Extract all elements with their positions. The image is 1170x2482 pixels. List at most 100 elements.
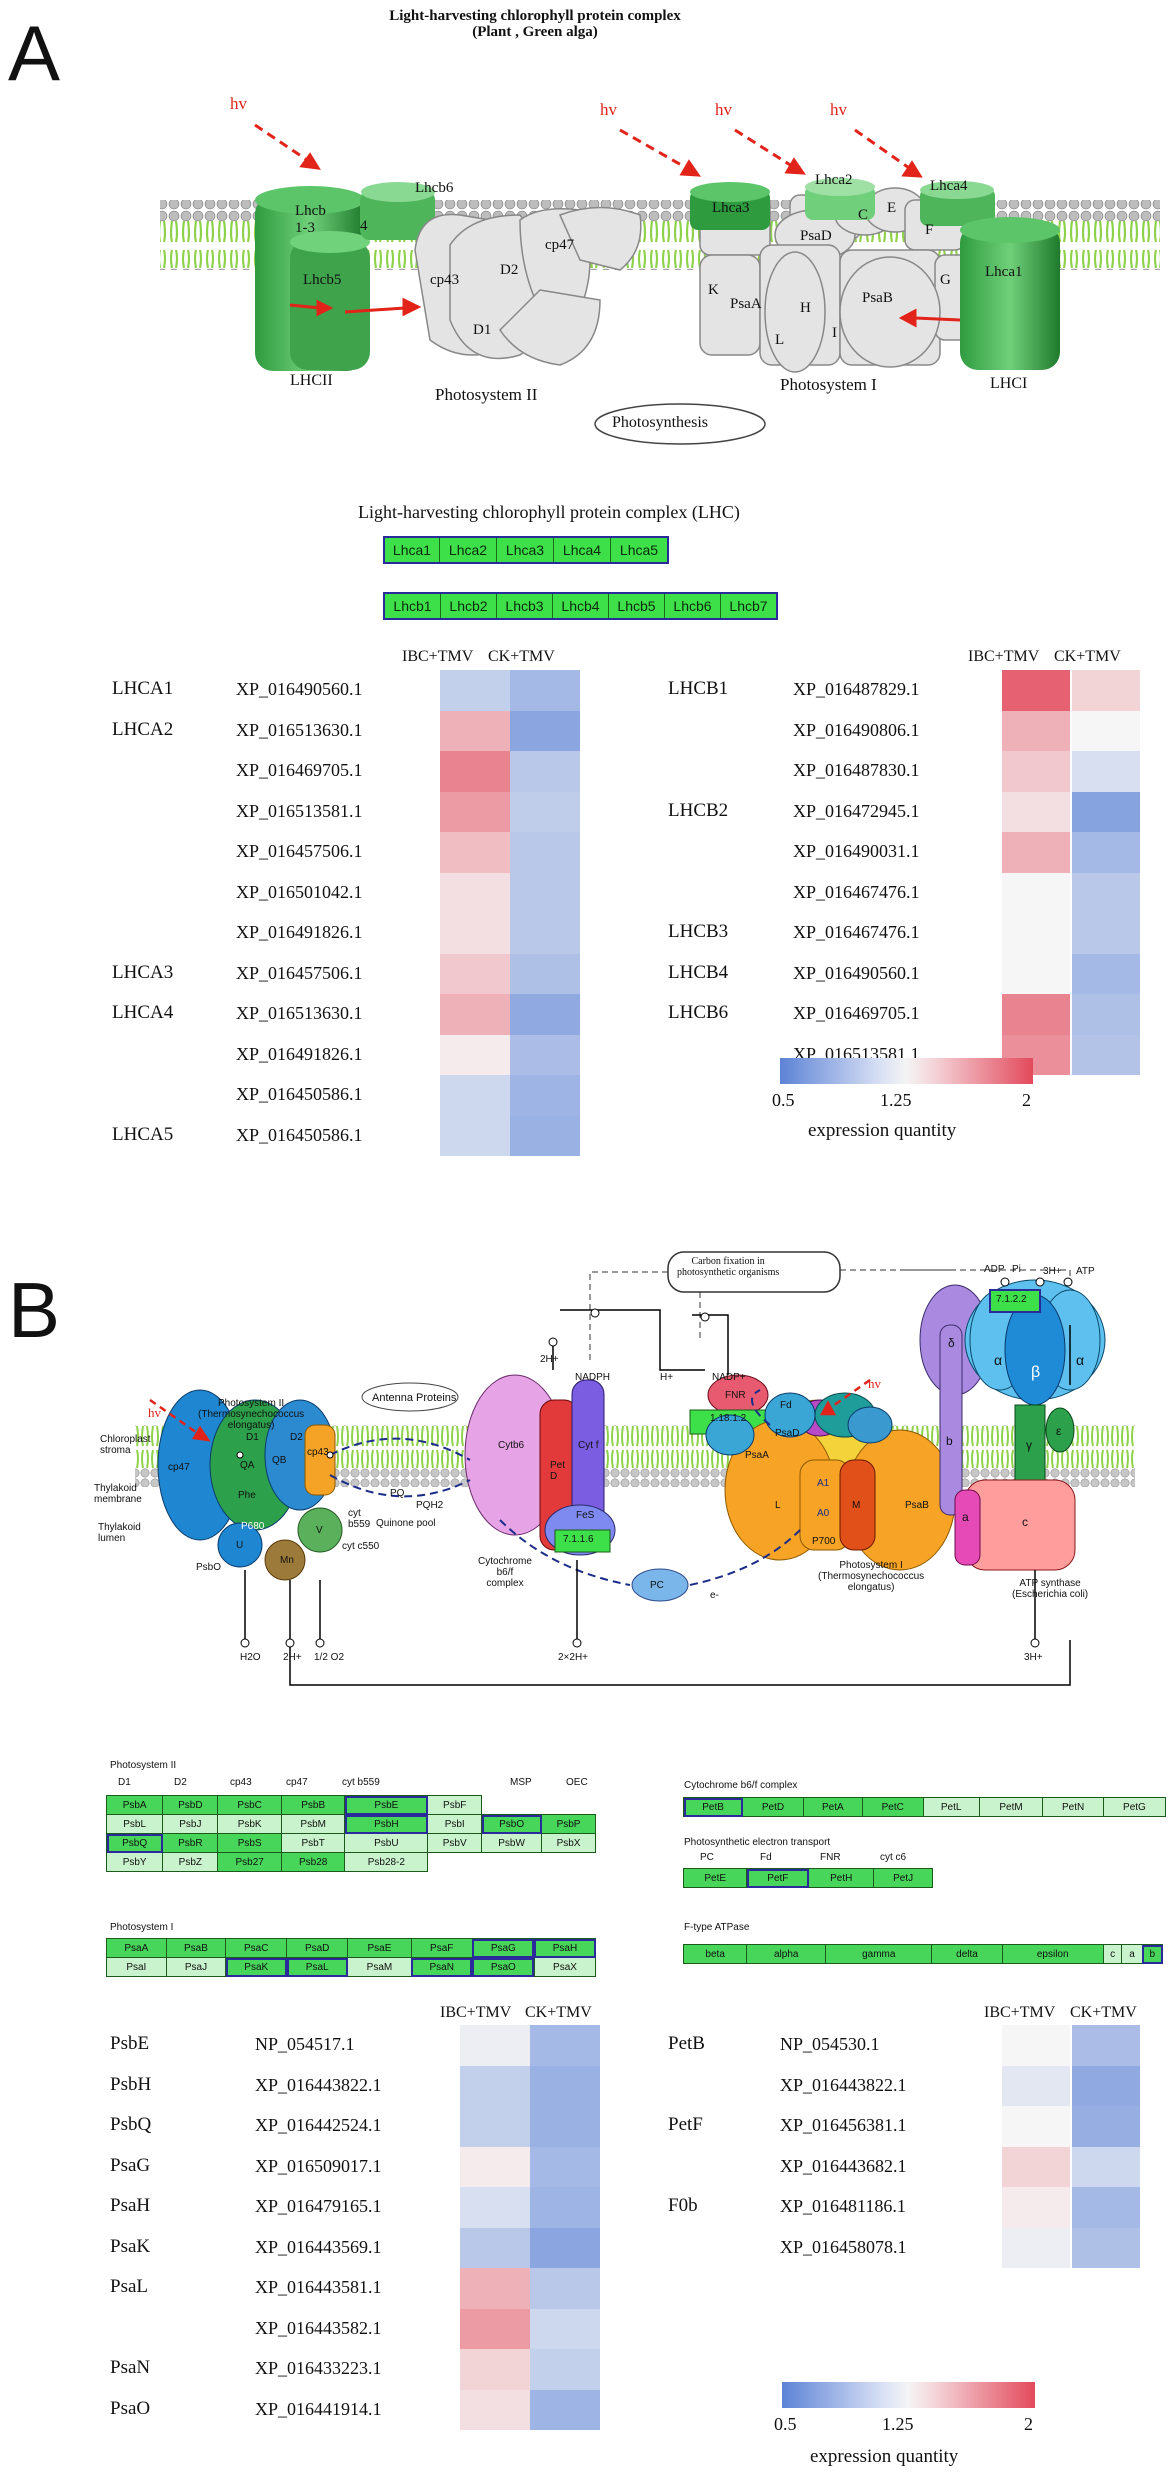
gene-cell[interactable]: Psb28-2 (344, 1852, 429, 1872)
gene-cell[interactable]: gamma (825, 1944, 933, 1964)
gene-cell[interactable]: PsbO (481, 1814, 543, 1834)
heatmap-cell-ibc (1002, 710, 1070, 751)
gene-cell[interactable]: beta (682, 1944, 748, 1964)
gene-box-lhcb6[interactable]: Lhcb6 (665, 594, 721, 618)
gene-cell[interactable]: PsbZ (162, 1852, 219, 1872)
gene-cell[interactable]: PetC (861, 1797, 924, 1817)
ec-7-1-2-2-box[interactable]: 7.1.2.2 (996, 1294, 1027, 1305)
gene-cell[interactable]: PsbY (105, 1852, 164, 1872)
gene-cell[interactable]: PsaO (471, 1957, 535, 1977)
gene-box-lhca4[interactable]: Lhca4 (554, 538, 611, 562)
label-d1: D1 (473, 322, 492, 338)
gene-box-lhca1[interactable]: Lhca1 (385, 538, 440, 562)
gene-cell[interactable]: PsaF (410, 1938, 473, 1958)
gene-cell[interactable]: PsaD (286, 1938, 349, 1958)
gene-cell[interactable]: b (1141, 1944, 1164, 1964)
gene-box-lhcb2[interactable]: Lhcb2 (441, 594, 497, 618)
gene-cell[interactable]: PsaK (225, 1957, 288, 1977)
gene-cell[interactable]: PsbH (344, 1814, 429, 1834)
gene-cell[interactable]: PsaL (286, 1957, 349, 1977)
gene-box-lhcb4[interactable]: Lhcb4 (553, 594, 609, 618)
gene-cell[interactable]: PsbF (427, 1795, 483, 1815)
heatmap-cell-ck (1072, 670, 1140, 711)
gene-cell[interactable]: PsbP (541, 1814, 596, 1834)
heatmap-cell-ck (510, 1034, 580, 1075)
gene-box-lhcb7[interactable]: Lhcb7 (721, 594, 776, 618)
gene-cell[interactable]: PetD (742, 1797, 804, 1817)
gene-cell[interactable]: c (1102, 1944, 1123, 1964)
table-header-label: cyt b559 (342, 1777, 380, 1788)
gene-cell[interactable]: PsbD (162, 1795, 219, 1815)
heatmap-cell-ibc (1002, 751, 1070, 792)
hv-label-1: hv (230, 94, 247, 113)
gene-cell[interactable]: PsaH (533, 1938, 597, 1958)
gene-cell[interactable]: PsbV (427, 1833, 483, 1853)
gene-cell[interactable]: PsbM (280, 1814, 346, 1834)
gene-cell[interactable]: PetM (978, 1797, 1044, 1817)
gene-cell[interactable]: PsbS (217, 1833, 282, 1853)
gene-cell[interactable]: epsilon (1001, 1944, 1104, 1964)
gene-cell[interactable]: PetG (1102, 1797, 1167, 1817)
gene-cell[interactable]: PsbA (105, 1795, 164, 1815)
cyt-table-title: Cytochrome b6/f complex (684, 1780, 798, 1791)
heatmap-cell-ck (1072, 2106, 1140, 2147)
label-pc: PC (650, 1580, 664, 1591)
photosynthesis-link[interactable]: Photosynthesis (612, 414, 709, 431)
gene-label: PsaH (110, 2195, 151, 2217)
gene-cell[interactable]: alpha (746, 1944, 827, 1964)
gene-cell[interactable]: Psb27 (217, 1852, 282, 1872)
gene-cell[interactable]: PsbB (280, 1795, 346, 1815)
gene-cell[interactable]: PsbK (217, 1814, 282, 1834)
gene-box-lhcb3[interactable]: Lhcb3 (497, 594, 553, 618)
gene-box-lhca5[interactable]: Lhca5 (611, 538, 667, 562)
gene-cell[interactable]: PsaA (106, 1938, 167, 1958)
accession-label: XP_016458078.1 (780, 2236, 907, 2257)
gene-cell[interactable]: PsaC (225, 1938, 288, 1958)
gene-box-lhca3[interactable]: Lhca3 (497, 538, 554, 562)
gene-cell[interactable]: PsbU (344, 1833, 429, 1853)
gene-cell[interactable]: PsaB (165, 1938, 227, 1958)
gene-cell[interactable]: PsbJ (162, 1814, 219, 1834)
gene-cell[interactable]: PsaG (471, 1938, 535, 1958)
label-b-sub: b (946, 1434, 953, 1448)
gene-cell[interactable]: PetE (682, 1868, 748, 1888)
gene-cell[interactable]: PsbC (217, 1795, 282, 1815)
gene-cell[interactable]: PsbI (427, 1814, 483, 1834)
gene-cell[interactable]: PsaM (347, 1957, 412, 1977)
table-header-label: OEC (566, 1777, 588, 1788)
gene-label: PsaL (110, 2276, 148, 2298)
gene-cell[interactable]: PsbR (162, 1833, 219, 1853)
gene-cell[interactable]: PetJ (873, 1868, 933, 1888)
gene-cell[interactable]: PetF (746, 1868, 810, 1888)
gene-cell[interactable]: PsbX (541, 1833, 596, 1853)
gene-cell[interactable]: PsbE (344, 1795, 429, 1815)
gene-cell[interactable]: PsaJ (165, 1957, 227, 1977)
gene-cell[interactable]: PsbL (105, 1814, 164, 1834)
gene-box-lhcb5[interactable]: Lhcb5 (609, 594, 665, 618)
gene-cell[interactable]: PsbQ (105, 1833, 164, 1853)
gene-box-lhcb1[interactable]: Lhcb1 (385, 594, 441, 618)
legend-b-min: 0.5 (774, 2414, 797, 2434)
ec-1-18-1-2-box[interactable]: 1.18.1.2 (710, 1413, 747, 1424)
gene-cell[interactable]: PetL (922, 1797, 980, 1817)
gene-cell[interactable]: PsaI (106, 1957, 167, 1977)
heatmap-cell-ibc (440, 1034, 510, 1075)
gene-cell[interactable]: PsbT (280, 1833, 346, 1853)
gene-cell[interactable]: PetA (802, 1797, 863, 1817)
gene-cell[interactable]: PetN (1042, 1797, 1104, 1817)
gene-cell[interactable]: PetB (682, 1797, 744, 1817)
gene-cell[interactable]: PsbW (481, 1833, 543, 1853)
ec-7-1-1-6-box[interactable]: 7.1.1.6 (563, 1534, 594, 1545)
gene-cell[interactable]: PsaX (533, 1957, 597, 1977)
heatmap-cell-ibc (440, 751, 510, 792)
gene-cell[interactable]: a (1121, 1944, 1143, 1964)
heatmap-cell-ibc (440, 710, 510, 751)
gene-cell[interactable]: PsaN (410, 1957, 473, 1977)
carbon-fixation-link[interactable]: Carbon fixation in photosynthetic organi… (677, 1256, 780, 1278)
gene-cell[interactable]: PetH (808, 1868, 875, 1888)
gene-cell[interactable]: delta (931, 1944, 1003, 1964)
gene-cell[interactable]: Psb28 (280, 1852, 346, 1872)
gene-cell[interactable]: PsaE (347, 1938, 412, 1958)
antenna-proteins-link[interactable]: Antenna Proteins (372, 1392, 457, 1404)
gene-box-lhca2[interactable]: Lhca2 (440, 538, 497, 562)
